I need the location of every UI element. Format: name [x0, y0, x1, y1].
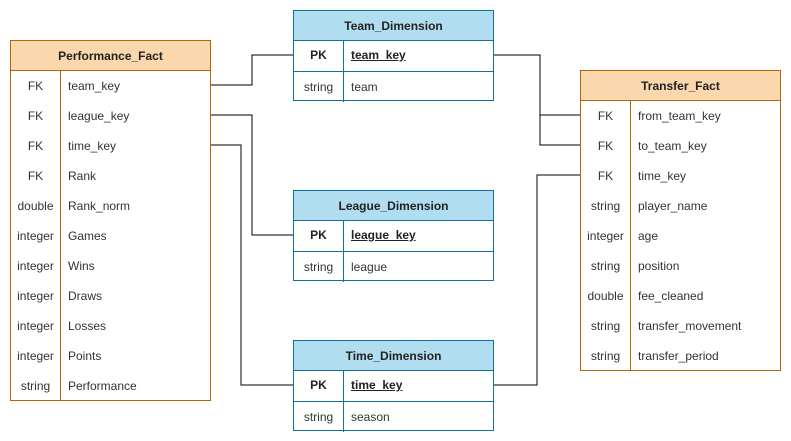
table-title: Performance_Fact	[11, 41, 210, 71]
column-name: time_key	[68, 139, 117, 153]
column-name: Rank_norm	[68, 199, 131, 213]
column-type: double	[581, 281, 631, 311]
table-row: PK team_key	[294, 41, 493, 72]
table-row: FK to_team_key	[581, 131, 780, 161]
table-row: double Rank_norm	[11, 191, 210, 221]
column-name: team	[351, 80, 378, 94]
column-name: time_key	[638, 169, 687, 183]
column-type: integer	[581, 221, 631, 251]
table-row: double fee_cleaned	[581, 281, 780, 311]
table-row: FK league_key	[11, 101, 210, 131]
column-type: FK	[581, 131, 631, 161]
column-name: Rank	[68, 169, 97, 183]
table-row: string position	[581, 251, 780, 281]
table-row: FK time_key	[11, 131, 210, 161]
column-type: string	[294, 402, 344, 432]
table-title: Team_Dimension	[294, 11, 493, 41]
column-type: string	[294, 72, 344, 102]
column-name: team_key	[68, 79, 121, 93]
column-type: integer	[11, 341, 61, 371]
column-type: FK	[11, 101, 61, 131]
table-row: FK time_key	[581, 161, 780, 191]
table-row: integer Points	[11, 341, 210, 371]
column-name: season	[351, 410, 390, 424]
column-name: league	[351, 260, 388, 274]
table-title: League_Dimension	[294, 191, 493, 221]
column-type: PK	[294, 371, 344, 401]
table-row: PK time_key	[294, 371, 493, 402]
column-type: string	[11, 371, 61, 401]
connector-performance-team	[210, 54, 293, 86]
column-type: FK	[11, 161, 61, 191]
table-row: integer Losses	[11, 311, 210, 341]
column-name: team_key	[351, 48, 406, 62]
table-row: string transfer_period	[581, 341, 780, 371]
connector-transfer-to-team	[539, 55, 580, 146]
column-type: FK	[581, 101, 631, 131]
column-name: Performance	[68, 379, 137, 393]
column-type: string	[294, 252, 344, 282]
column-name: Points	[68, 349, 102, 363]
column-type: integer	[11, 221, 61, 251]
connector-performance-time	[210, 144, 293, 386]
column-name: league_key	[351, 228, 416, 242]
connector-transfer-from-team	[493, 54, 580, 116]
column-type: integer	[11, 281, 61, 311]
column-name: player_name	[638, 199, 708, 213]
column-name: league_key	[68, 109, 130, 123]
column-type: string	[581, 311, 631, 341]
transfer-fact-table[interactable]: Transfer_Fact FK from_team_key FK to_team_…	[580, 70, 781, 371]
table-row: string Performance	[11, 371, 210, 401]
column-name: to_team_key	[638, 139, 707, 153]
table-row: FK Rank	[11, 161, 210, 191]
table-row: string season	[294, 402, 493, 432]
table-row: string team	[294, 72, 493, 102]
table-row: integer Wins	[11, 251, 210, 281]
table-row: string league	[294, 252, 493, 282]
table-title: Time_Dimension	[294, 341, 493, 371]
time-dimension-table[interactable]: Time_Dimension PK time_key string season	[293, 340, 494, 432]
column-type: FK	[581, 161, 631, 191]
team-dimension-table[interactable]: Team_Dimension PK team_key string team	[293, 10, 494, 102]
column-name: transfer_period	[638, 349, 719, 363]
column-type: string	[581, 191, 631, 221]
column-type: string	[581, 251, 631, 281]
table-row: FK from_team_key	[581, 101, 780, 131]
table-row: PK league_key	[294, 221, 493, 252]
column-type: FK	[11, 71, 61, 101]
table-row: FK team_key	[11, 71, 210, 101]
table-row: integer Games	[11, 221, 210, 251]
connector-performance-league	[210, 114, 293, 236]
column-type: PK	[294, 221, 344, 251]
column-type: integer	[11, 311, 61, 341]
column-name: fee_cleaned	[638, 289, 704, 303]
performance-fact-table[interactable]: Performance_Fact FK team_key FK league_key…	[10, 40, 211, 401]
column-type: FK	[11, 131, 61, 161]
column-name: Games	[68, 229, 107, 243]
column-type: string	[581, 341, 631, 371]
column-type: double	[11, 191, 61, 221]
table-row: integer age	[581, 221, 780, 251]
column-name: time_key	[351, 378, 403, 392]
column-name: from_team_key	[638, 109, 721, 123]
column-name: position	[638, 259, 680, 273]
connector-transfer-time	[493, 174, 580, 386]
column-name: age	[638, 229, 659, 243]
column-name: transfer_movement	[638, 319, 742, 333]
table-title: Transfer_Fact	[581, 71, 780, 101]
column-name: Wins	[68, 259, 95, 273]
column-type: PK	[294, 41, 344, 71]
table-row: integer Draws	[11, 281, 210, 311]
column-name: Losses	[68, 319, 107, 333]
table-row: string player_name	[581, 191, 780, 221]
league-dimension-table[interactable]: League_Dimension PK league_key string leag…	[293, 190, 494, 282]
column-name: Draws	[68, 289, 103, 303]
table-row: string transfer_movement	[581, 311, 780, 341]
column-type: integer	[11, 251, 61, 281]
